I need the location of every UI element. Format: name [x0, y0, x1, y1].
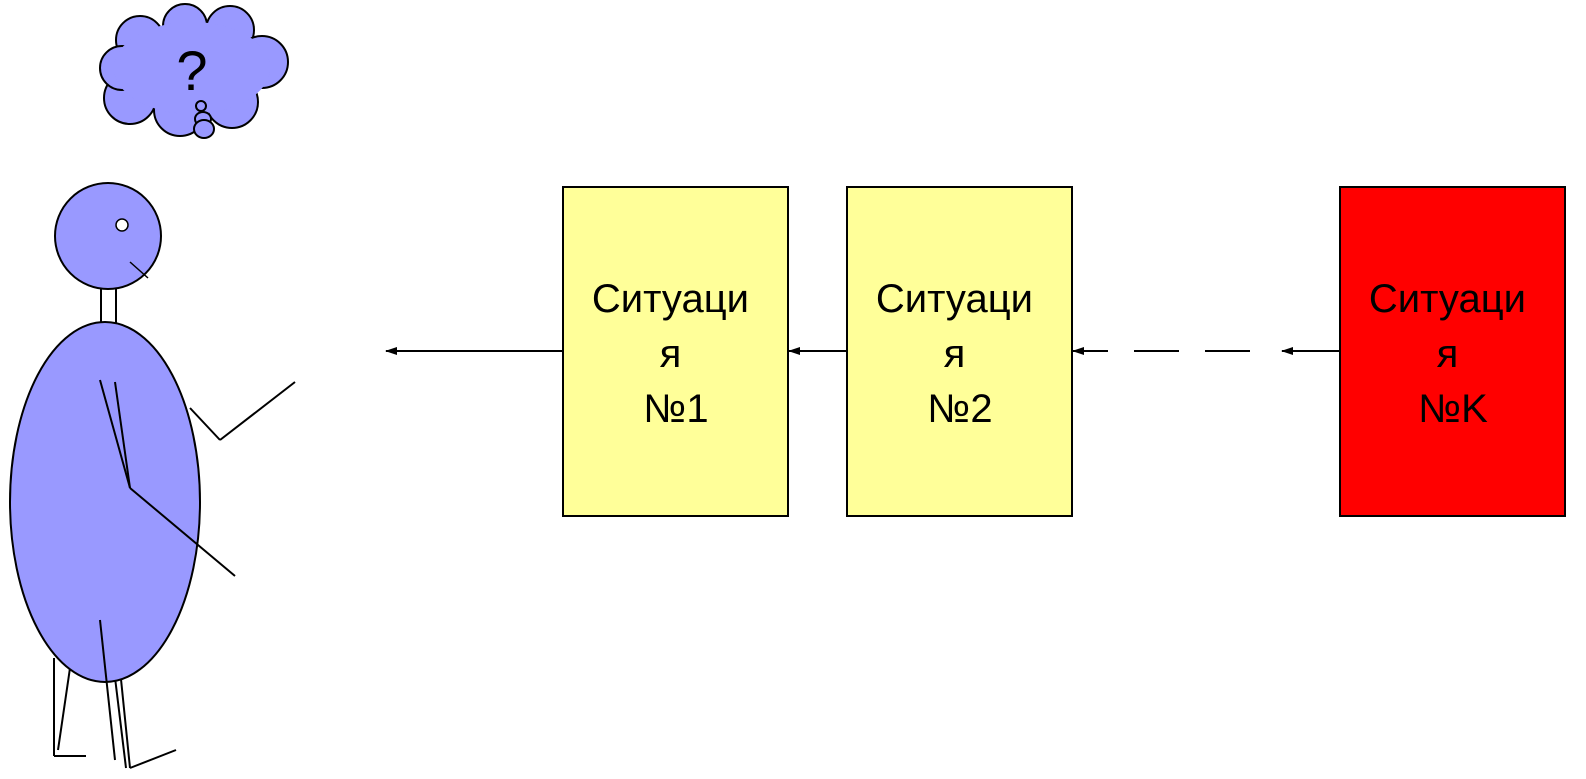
thought-cloud: ? [99, 3, 289, 139]
figure-body [9, 321, 201, 683]
situation-1-line1: Ситуаци [592, 277, 749, 321]
situation-k-label: Ситуаци я №K [1369, 277, 1537, 431]
figure-head [54, 182, 162, 290]
situation-box-2-rect [846, 186, 1073, 517]
figure-eye [115, 218, 129, 232]
situation-k-line3: №K [1418, 387, 1488, 431]
situation-1-line3: №1 [643, 387, 708, 431]
situation-box-k-rect [1339, 186, 1566, 517]
situation-box-2: Ситуаци я №2 [846, 186, 1073, 517]
figure-neck [100, 284, 117, 326]
situation-1-line2: я [660, 332, 682, 376]
thought-question-mark: ? [176, 39, 207, 102]
situation-2-line2: я [944, 332, 966, 376]
situation-box-1: Ситуаци я №1 [562, 186, 789, 517]
stick-figure [9, 182, 296, 769]
situation-2-line1: Ситуаци [876, 277, 1033, 321]
situation-box-k: Ситуаци я №K [1339, 186, 1566, 517]
situation-k-line2: я [1437, 332, 1459, 376]
situation-1-label: Ситуаци я №1 [592, 277, 760, 431]
situation-2-label: Ситуаци я №2 [876, 277, 1044, 431]
situation-2-line3: №2 [927, 387, 992, 431]
situation-box-1-rect [562, 186, 789, 517]
situation-k-line1: Ситуаци [1369, 277, 1526, 321]
